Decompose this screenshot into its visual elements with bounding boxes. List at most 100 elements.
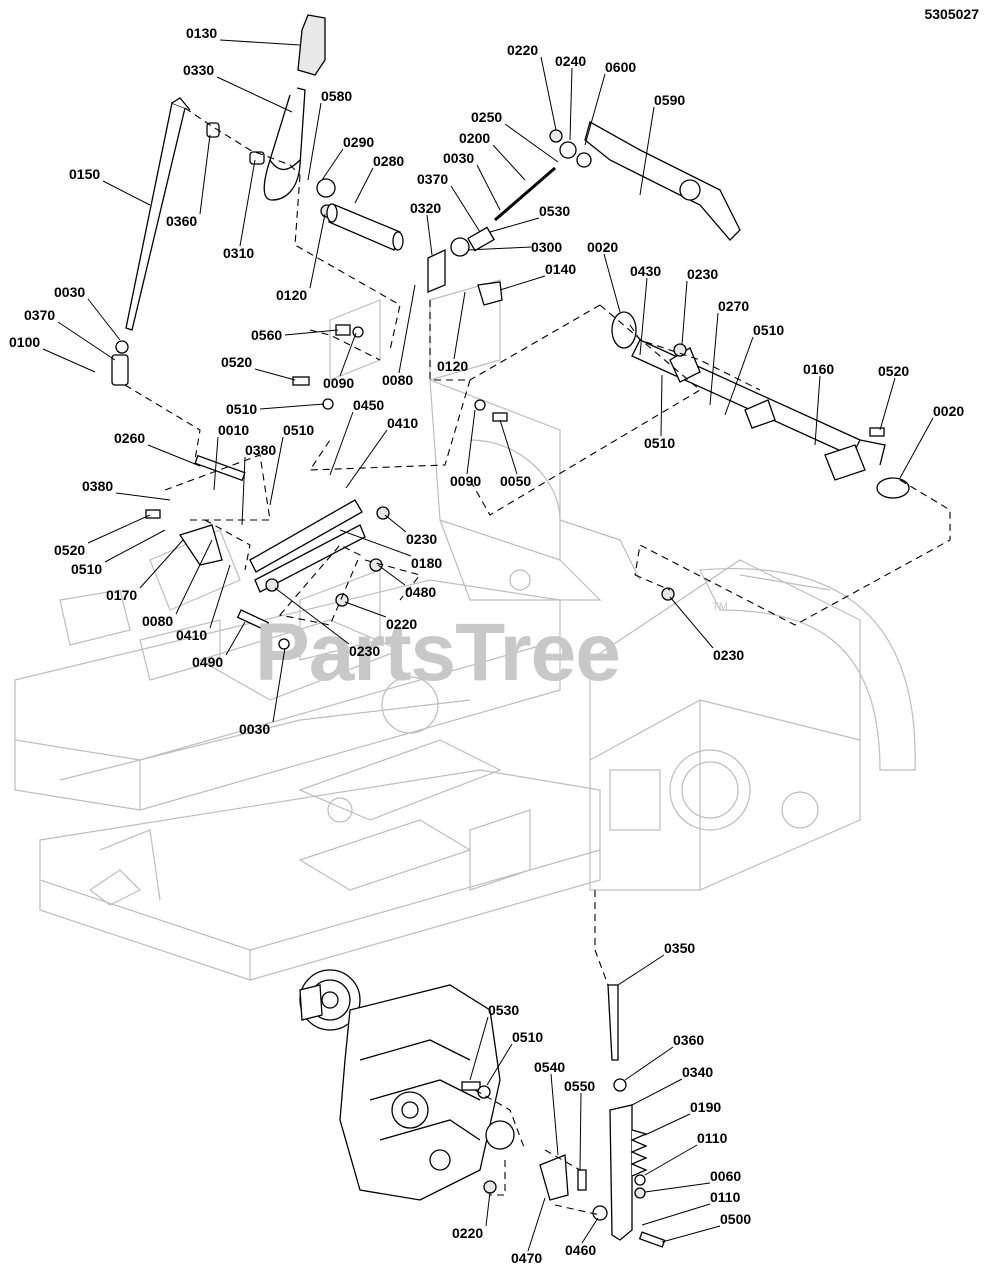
leader-line-p0370b bbox=[57, 321, 116, 361]
callout-label-p0220a: 0220 bbox=[507, 42, 538, 58]
callout-label-p0230c: 0230 bbox=[349, 643, 380, 659]
callout-label-p0460: 0460 bbox=[565, 1242, 596, 1258]
callout-label-p0370a: 0370 bbox=[417, 171, 448, 187]
leader-line-p0170 bbox=[139, 539, 184, 589]
watermark-text: PartsTree bbox=[255, 607, 620, 698]
ball-joint-0240 bbox=[559, 141, 577, 159]
bolt-0490 bbox=[236, 609, 270, 631]
callout-label-p0030a: 0030 bbox=[443, 150, 474, 166]
callout-label-p0490: 0490 bbox=[192, 654, 223, 670]
callout-label-p0320: 0320 bbox=[410, 200, 441, 216]
transmission-assembly bbox=[299, 969, 515, 1201]
callout-label-p0560: 0560 bbox=[251, 327, 282, 343]
spring-0190 bbox=[630, 1129, 648, 1177]
leader-line-p0330 bbox=[216, 76, 293, 113]
spacer-0360-b bbox=[613, 1078, 627, 1092]
bolt-0310 bbox=[249, 151, 265, 165]
leader-line-p0540 bbox=[550, 1073, 559, 1156]
callout-labels: 0130033001500360031005800290028001200220… bbox=[9, 25, 964, 1266]
clevis-0370-upper bbox=[467, 226, 495, 252]
leader-line-p0060 bbox=[644, 1182, 711, 1193]
callout-label-p0230a: 0230 bbox=[687, 266, 718, 282]
leader-line-p0090b bbox=[466, 409, 476, 475]
leader-line-p0190 bbox=[644, 1113, 691, 1136]
callout-label-p0510a: 0510 bbox=[753, 322, 784, 338]
link-0180 bbox=[249, 499, 363, 573]
bolt-0260 bbox=[194, 454, 246, 482]
callout-label-p0510c: 0510 bbox=[644, 435, 675, 451]
callout-label-p0600: 0600 bbox=[605, 59, 636, 75]
washer-0510-a bbox=[322, 398, 334, 410]
callout-label-p0200: 0200 bbox=[459, 130, 490, 146]
leader-line-p0410a bbox=[345, 429, 388, 489]
nut-0230-d bbox=[661, 587, 675, 601]
callout-label-p0500: 0500 bbox=[720, 1211, 751, 1227]
leader-line-p0360b bbox=[624, 1046, 674, 1081]
threaded-rod-0200 bbox=[494, 166, 556, 222]
leader-line-p0600 bbox=[584, 73, 606, 146]
leader-line-p0510a bbox=[724, 336, 754, 416]
callout-label-p0190: 0190 bbox=[690, 1099, 721, 1115]
callout-label-p0140: 0140 bbox=[545, 261, 576, 277]
leader-line-p0450 bbox=[329, 411, 354, 476]
callout-label-p0580: 0580 bbox=[321, 88, 352, 104]
callout-label-p0480: 0480 bbox=[405, 584, 436, 600]
callout-label-p0510e: 0510 bbox=[71, 561, 102, 577]
flange-bearing-0020 bbox=[611, 311, 637, 349]
flange-0140 bbox=[477, 281, 503, 306]
bolt-0520-right bbox=[869, 427, 885, 437]
leader-line-p0120b bbox=[453, 291, 466, 360]
bolt-0530-b bbox=[461, 1081, 481, 1091]
callout-label-p0080b: 0080 bbox=[142, 613, 173, 629]
callout-label-p0080a: 0080 bbox=[382, 372, 413, 388]
leader-line-p0220c bbox=[485, 1191, 491, 1227]
callout-label-p0340: 0340 bbox=[682, 1064, 713, 1080]
leader-line-p0500 bbox=[661, 1225, 721, 1243]
callout-label-p0360a: 0360 bbox=[166, 213, 197, 229]
leader-line-p0090a bbox=[339, 332, 357, 377]
leader-line-p0100 bbox=[42, 348, 96, 373]
leader-line-p0510b bbox=[259, 403, 325, 410]
callout-label-p0370b: 0370 bbox=[24, 307, 55, 323]
callout-label-p0520c: 0520 bbox=[54, 542, 85, 558]
arm-0340 bbox=[609, 1104, 633, 1241]
callout-label-p0520a: 0520 bbox=[878, 363, 909, 379]
leader-line-p0020a bbox=[603, 253, 621, 313]
leader-line-p0130 bbox=[219, 39, 301, 46]
callout-label-p0530a: 0530 bbox=[539, 203, 570, 219]
callout-label-p0250: 0250 bbox=[471, 109, 502, 125]
callout-label-p0530b: 0530 bbox=[488, 1002, 519, 1018]
callout-label-p0060: 0060 bbox=[710, 1168, 741, 1184]
callout-label-p0110a: 0110 bbox=[697, 1130, 728, 1146]
callout-label-p0290: 0290 bbox=[343, 134, 374, 150]
leader-line-p0270 bbox=[709, 312, 719, 406]
leader-line-p0370a bbox=[450, 185, 481, 233]
callout-label-p0110b: 0110 bbox=[710, 1189, 741, 1205]
lever-0470 bbox=[539, 1154, 569, 1201]
leader-line-p0050 bbox=[499, 419, 518, 475]
leader-line-p0260 bbox=[147, 444, 201, 467]
leader-line-p0340 bbox=[631, 1078, 683, 1106]
callout-label-p0430: 0430 bbox=[630, 263, 661, 279]
nut-0480 bbox=[369, 558, 383, 572]
leader-line-p0240 bbox=[569, 67, 573, 141]
leader-line-p0220b bbox=[344, 601, 387, 618]
leader-line-p0550 bbox=[579, 1092, 582, 1171]
assembly-dashed-lines bbox=[124, 107, 951, 1216]
washer-0110 bbox=[634, 1174, 646, 1186]
leader-line-p0510d bbox=[269, 436, 284, 506]
callout-label-p0410a: 0410 bbox=[387, 415, 418, 431]
callout-label-p0520b: 0520 bbox=[221, 354, 252, 370]
callout-label-p0030b: 0030 bbox=[54, 284, 85, 300]
callout-label-p0010: 0010 bbox=[218, 422, 249, 438]
callout-label-p0280: 0280 bbox=[373, 153, 404, 169]
callout-label-p0360b: 0360 bbox=[673, 1032, 704, 1048]
leader-line-p0380b bbox=[115, 492, 171, 501]
chassis-frame bbox=[14, 279, 916, 981]
bolt-0560 bbox=[335, 324, 351, 336]
leader-line-p0470 bbox=[527, 1197, 546, 1252]
leader-line-p0290 bbox=[321, 148, 344, 181]
leader-line-p0080a bbox=[398, 284, 416, 374]
